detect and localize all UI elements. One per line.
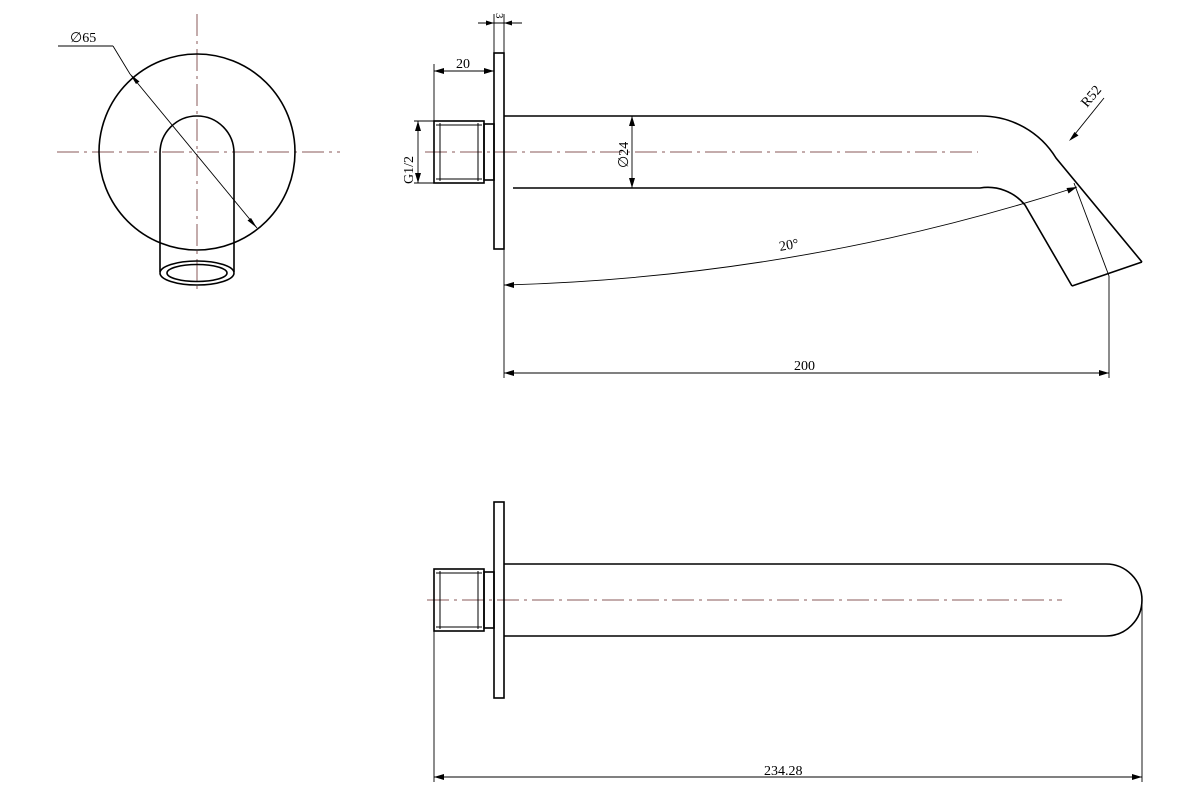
overall-length-label: 234.28 <box>764 764 803 779</box>
angle-label: 20° <box>778 237 800 255</box>
bend-radius-label: R52 <box>1079 83 1105 111</box>
thread-arrow-bottom <box>415 173 421 183</box>
overall-length-arrow-right <box>1132 774 1142 780</box>
thread-arrow-top <box>415 121 421 131</box>
bend-radius-leader <box>1070 97 1105 140</box>
thread-length-arrow-left <box>434 68 444 74</box>
flange-diameter-arrow-end <box>247 218 257 228</box>
angle-arrow-end <box>1066 187 1077 194</box>
spout-front-outline <box>159 115 235 272</box>
thread-length-label: 20 <box>456 57 470 72</box>
pipe-diameter-arrow-top <box>629 116 635 126</box>
thread-length-arrow-right <box>484 68 494 74</box>
side-view: ∅24 G1/2 20 3 R52 20° <box>402 13 1143 378</box>
overall-length-arrow-left <box>434 774 444 780</box>
spout-top-outline <box>504 115 1143 263</box>
angle-arc <box>503 186 1078 286</box>
top-flange-plate <box>493 501 505 699</box>
bend-radius-arrow <box>1069 132 1079 141</box>
top-spout-outline <box>504 563 1143 637</box>
flange-diameter-dimension-line <box>129 73 258 229</box>
angle-extension-line <box>1073 182 1110 277</box>
flange-circle <box>98 53 296 251</box>
spout-outlet-edge <box>1071 261 1143 287</box>
projection-arrow-right <box>1099 370 1109 376</box>
projection-arrow-left <box>504 370 514 376</box>
pipe-diameter-arrow-bottom <box>629 178 635 188</box>
flange-diameter-leader <box>112 45 131 75</box>
flange-thickness-arrow-left <box>486 20 494 26</box>
spout-bottom-outline <box>513 186 1073 287</box>
flange-diameter-label: ∅65 <box>70 31 96 46</box>
flange-plate-side <box>493 52 505 250</box>
projection-label: 200 <box>794 359 815 374</box>
flange-thickness-arrow-right <box>504 20 512 26</box>
top-view: 234.28 <box>427 501 1143 782</box>
spout-outlet-inner <box>166 263 228 283</box>
flange-thickness-label: 3 <box>493 13 505 19</box>
front-view: ∅65 <box>57 14 340 292</box>
spout-outlet-outer <box>159 260 235 286</box>
flange-diameter-arrow-start <box>130 74 140 84</box>
angle-arrow-start <box>504 282 514 288</box>
pipe-diameter-label: ∅24 <box>617 142 632 168</box>
thread-label: G1/2 <box>402 156 417 184</box>
